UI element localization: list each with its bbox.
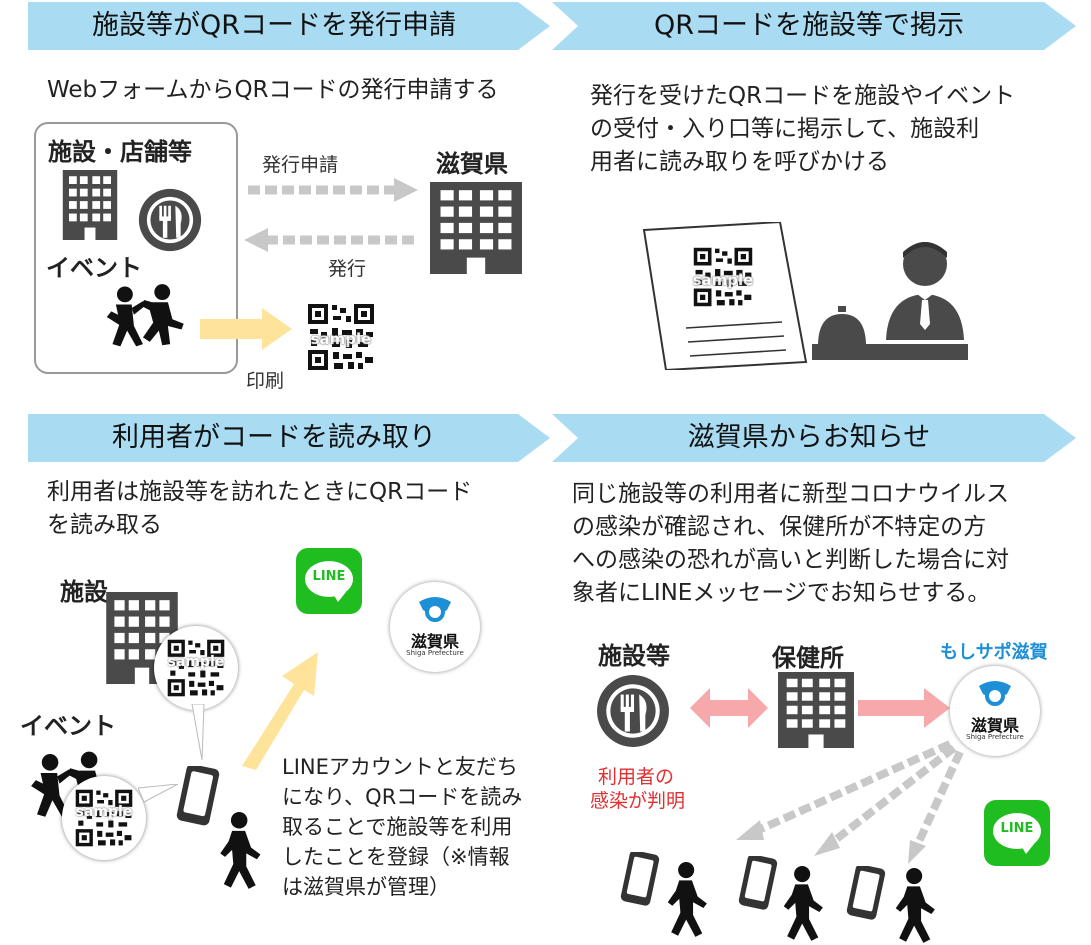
shiga-emblem-icon [979, 681, 1011, 706]
banner-1-shape [28, 2, 550, 50]
line-logo-text: LINE [1000, 821, 1034, 836]
restaurant-icon-p4 [597, 675, 669, 747]
qr-bubble-tail-event [138, 784, 178, 803]
panel-4-banner: 滋賀県からお知らせ [552, 414, 1076, 462]
seal-sub: Shiga Prefecture [406, 649, 464, 657]
seal-name: 滋賀県 [410, 632, 459, 651]
infected-line-2: 感染が判明 [590, 790, 686, 812]
panel-2-desc-line-1: 発行を受けたQRコードを施設やイベント [590, 83, 1016, 109]
shiga-emblem-icon [419, 597, 451, 622]
event-label-p1: イベント [46, 254, 142, 282]
panel-4-desc-line-3: への感染の恐れが高いと判断した場合に対 [572, 547, 1009, 573]
reception-counter [812, 344, 968, 360]
panel-3-note-line-3: 取ることで施設等を利用 [282, 815, 513, 839]
panel-1-title: 施設等がQRコードを発行申請 [91, 10, 456, 41]
panel-3-desc-line-1: 利用者は施設等を訪れたときにQRコード [47, 479, 473, 505]
qr-bubble-tail [191, 704, 205, 760]
facility-box [34, 122, 238, 374]
double-arrow-pink [690, 688, 768, 728]
panel-3-title: 利用者がコードを読み取り [112, 422, 436, 453]
line-logo-p4: LINE [984, 800, 1050, 866]
health-center-label: 保健所 [772, 644, 844, 672]
service-label: もしサポ滋賀 [940, 642, 1048, 663]
apply-arrow [248, 178, 418, 202]
phone-icon-user-1 [620, 852, 660, 907]
sample-watermark: sample [167, 654, 225, 670]
phone-icon-user-2 [738, 856, 778, 911]
infected-line-1: 利用者の [598, 766, 675, 788]
line-logo-text: LINE [312, 569, 346, 584]
issue-arrow [244, 228, 418, 252]
walker-icon-user-2 [783, 866, 823, 941]
shiga-seal-p3: 滋賀県 Shiga Prefecture [390, 582, 480, 672]
panel-3-note-line-4: したことを登録（※情報 [282, 845, 510, 869]
line-logo-p3: LINE [296, 548, 362, 614]
notify-arrow-pink [858, 688, 950, 728]
sample-watermark: sample [310, 330, 372, 348]
health-center-building-icon [778, 672, 854, 748]
panel-3-desc-line-2: を読み取る [47, 512, 162, 538]
issue-label: 発行 [328, 258, 367, 280]
phone-icon-user-3 [846, 866, 886, 921]
panel-2-desc-line-3: 用者に読み取りを呼びかける [590, 149, 889, 175]
walker-icon-p3 [220, 812, 261, 889]
scan-arrow [242, 652, 318, 770]
panel-3-banner: 利用者がコードを読み取り [28, 414, 550, 462]
panel-2-desc-line-2: の受付・入り口等に掲示して、施設利 [590, 116, 980, 142]
panel-2-banner: QRコードを施設等で掲示 [552, 2, 1076, 50]
print-arrow [200, 308, 292, 350]
walker-icon-user-3 [895, 868, 935, 943]
walker-icon-user-1 [667, 862, 707, 937]
restaurant-icon [138, 188, 202, 252]
apply-label: 発行申請 [262, 154, 339, 176]
qr-bubble-facility: sample [154, 626, 238, 710]
seal-name: 滋賀県 [970, 716, 1019, 735]
panel-3-note-line-5: は滋賀県が管理） [282, 875, 450, 899]
sample-watermark: sample [75, 804, 133, 820]
panel-1-banner: 施設等がQRコードを発行申請 [28, 2, 550, 50]
event-label-p3: イベント [20, 712, 116, 740]
receptionist-icon [886, 242, 964, 340]
facility-building-icon [62, 170, 118, 240]
dancers-icon-p1 [106, 284, 184, 347]
print-label: 印刷 [246, 370, 285, 392]
facility-label-p4: 施設等 [598, 642, 670, 670]
panel-4-title: 滋賀県からお知らせ [687, 422, 931, 453]
panel-3-note-line-1: LINEアカウントと友だち [282, 755, 518, 779]
broadcast-arrows [736, 740, 964, 864]
qr-sample-p1: sample [306, 302, 376, 372]
panel-4-desc-line-2: の感染が確認され、保健所が不特定の方 [572, 514, 987, 540]
prefecture-building-icon [430, 182, 522, 274]
panel-4-desc-line-1: 同じ施設等の利用者に新型コロナウイルス [572, 481, 1009, 507]
panel-3-note-line-2: になり、QRコードを読み [282, 785, 523, 809]
facility-store-label: 施設・店舗等 [48, 138, 192, 166]
prefecture-label-p1: 滋賀県 [436, 150, 508, 178]
sample-watermark: sample [692, 270, 754, 289]
panel-1-description: WebフォームからQRコードの発行申請する [47, 77, 499, 103]
panel-2-title: QRコードを施設等で掲示 [653, 10, 964, 41]
panel-4-desc-line-4: 象者にLINEメッセージでお知らせする。 [572, 580, 991, 606]
facility-label-p3: 施設 [60, 578, 108, 606]
qr-sample-poster: sample [688, 246, 758, 308]
shiga-seal-p4: 滋賀県 Shiga Prefecture [950, 666, 1040, 756]
qr-bubble-event: sample [62, 776, 146, 860]
seal-sub: Shiga Prefecture [966, 733, 1024, 741]
